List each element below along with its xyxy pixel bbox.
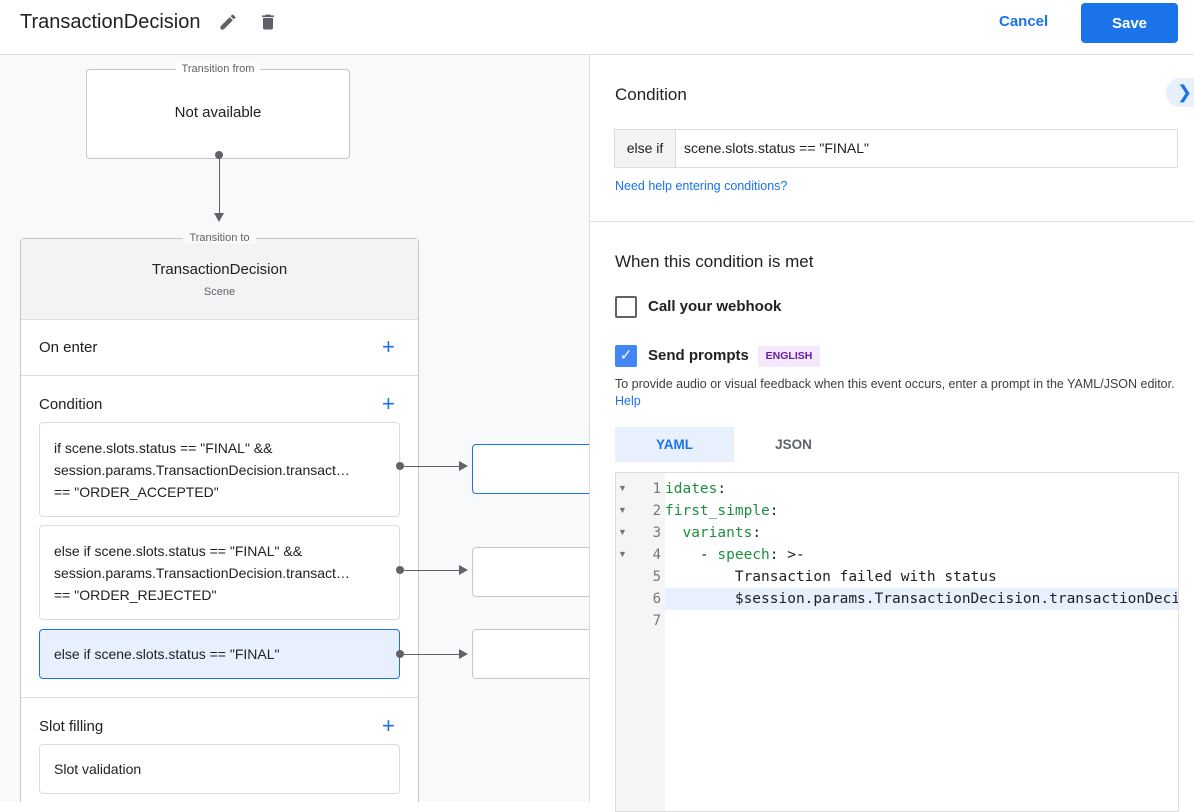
editor-gutter: 1 ▼ 2 ▼ 3 ▼ 4 ▼ 5 6 7: [616, 473, 665, 811]
condition-text: session.params.TransactionDecision.trans…: [54, 564, 350, 581]
language-badge: ENGLISH: [758, 346, 820, 367]
transition-from-value: Not available: [174, 104, 262, 121]
flow-canvas: Transition from Not available Transition…: [0, 55, 589, 802]
header: TransactionDecision Cancel Save: [0, 0, 1194, 55]
tab-json[interactable]: JSON: [775, 437, 812, 452]
condition-prefix: else if: [615, 130, 676, 167]
condition-card[interactable]: else if scene.slots.status == "FINAL" &&…: [39, 525, 400, 620]
condition-heading: Condition: [615, 85, 687, 104]
add-on-enter-icon[interactable]: +: [382, 334, 395, 359]
transition-target-box[interactable]: [472, 629, 589, 679]
add-slot-icon[interactable]: +: [382, 713, 395, 738]
condition-input[interactable]: else if scene.slots.status == "FINAL": [614, 129, 1178, 168]
line-number: 3: [652, 525, 661, 541]
on-enter-label: On enter: [39, 339, 98, 356]
slot-validation-card[interactable]: Slot validation: [39, 744, 400, 794]
condition-card[interactable]: if scene.slots.status == "FINAL" && sessi…: [39, 422, 400, 517]
connector-line: [219, 155, 220, 213]
transition-from-label: Transition from: [175, 63, 261, 75]
trash-icon[interactable]: [258, 12, 278, 32]
prompt-help-text: To provide audio or visual feedback when…: [615, 376, 1175, 410]
arrow-down-icon: [214, 213, 224, 222]
fold-arrow-icon[interactable]: ▼: [618, 505, 627, 515]
arrow-right-icon: [459, 565, 468, 575]
condition-text: session.params.TransactionDecision.trans…: [54, 461, 350, 478]
condition-text: == "ORDER_ACCEPTED": [54, 483, 219, 500]
fold-arrow-icon[interactable]: ▼: [618, 527, 627, 537]
code-line: [665, 610, 1178, 632]
code-line: $session.params.TransactionDecision.tran…: [665, 588, 1178, 610]
line-number: 6: [652, 591, 661, 607]
fold-arrow-icon[interactable]: ▼: [618, 483, 627, 493]
transition-target-box[interactable]: [472, 444, 589, 494]
code-line: - speech: >-: [665, 547, 805, 563]
line-number: 2: [652, 503, 661, 519]
transition-from-box: Transition from Not available: [86, 63, 350, 159]
slot-validation-label: Slot validation: [54, 761, 142, 777]
code-line: Transaction failed with status: [734, 569, 997, 585]
transition-to-label: Transition to: [183, 232, 256, 244]
code-line: variants:: [682, 525, 762, 541]
line-number: 4: [652, 547, 661, 563]
tab-yaml[interactable]: YAML: [615, 427, 734, 462]
scene-node: Transition to TransactionDecision Scene: [20, 232, 419, 802]
condition-card-selected[interactable]: else if scene.slots.status == "FINAL": [39, 629, 400, 679]
code-line: first_simple:: [665, 503, 779, 519]
condition-value[interactable]: scene.slots.status == "FINAL": [684, 140, 870, 156]
transition-target-box[interactable]: [472, 547, 589, 597]
line-number: 5: [652, 569, 661, 585]
condition-text: == "ORDER_REJECTED": [54, 586, 217, 603]
when-met-heading: When this condition is met: [615, 252, 814, 271]
line-number: 7: [652, 613, 661, 629]
call-webhook-checkbox[interactable]: [615, 296, 637, 318]
collapse-chevron-icon[interactable]: ❯: [1166, 78, 1194, 107]
scene-type: Scene: [203, 286, 236, 298]
condition-label: Condition: [39, 396, 103, 413]
cancel-button[interactable]: Cancel: [999, 13, 1049, 30]
condition-panel: ❯ Condition else if scene.slots.status =…: [589, 55, 1194, 812]
arrow-right-icon: [459, 649, 468, 659]
condition-text: else if scene.slots.status == "FINAL" &&: [54, 542, 303, 559]
help-conditions-link[interactable]: Need help entering conditions?: [615, 179, 788, 193]
send-prompts-checkbox[interactable]: ✓: [615, 345, 637, 367]
scene-name[interactable]: TransactionDecision: [151, 261, 288, 278]
pencil-icon[interactable]: [218, 12, 238, 32]
page-title: TransactionDecision: [20, 11, 201, 33]
add-condition-icon[interactable]: +: [382, 391, 395, 416]
help-link[interactable]: Help: [615, 394, 641, 408]
code-line: idates:: [665, 481, 727, 497]
call-webhook-label: Call your webhook: [648, 298, 782, 315]
save-button[interactable]: Save: [1081, 3, 1178, 43]
yaml-editor[interactable]: 1 ▼ 2 ▼ 3 ▼ 4 ▼ 5 6 7 idates: first_simple: variant…: [615, 472, 1179, 812]
send-prompts-label: Send prompts: [648, 347, 749, 364]
arrow-right-icon: [459, 461, 468, 471]
prompt-help: To provide audio or visual feedback when…: [615, 377, 1175, 391]
fold-arrow-icon[interactable]: ▼: [618, 549, 627, 559]
line-number: 1: [652, 481, 661, 497]
slot-filling-label: Slot filling: [39, 718, 104, 735]
condition-text: else if scene.slots.status == "FINAL": [54, 646, 280, 662]
condition-text: if scene.slots.status == "FINAL" &&: [54, 439, 273, 456]
